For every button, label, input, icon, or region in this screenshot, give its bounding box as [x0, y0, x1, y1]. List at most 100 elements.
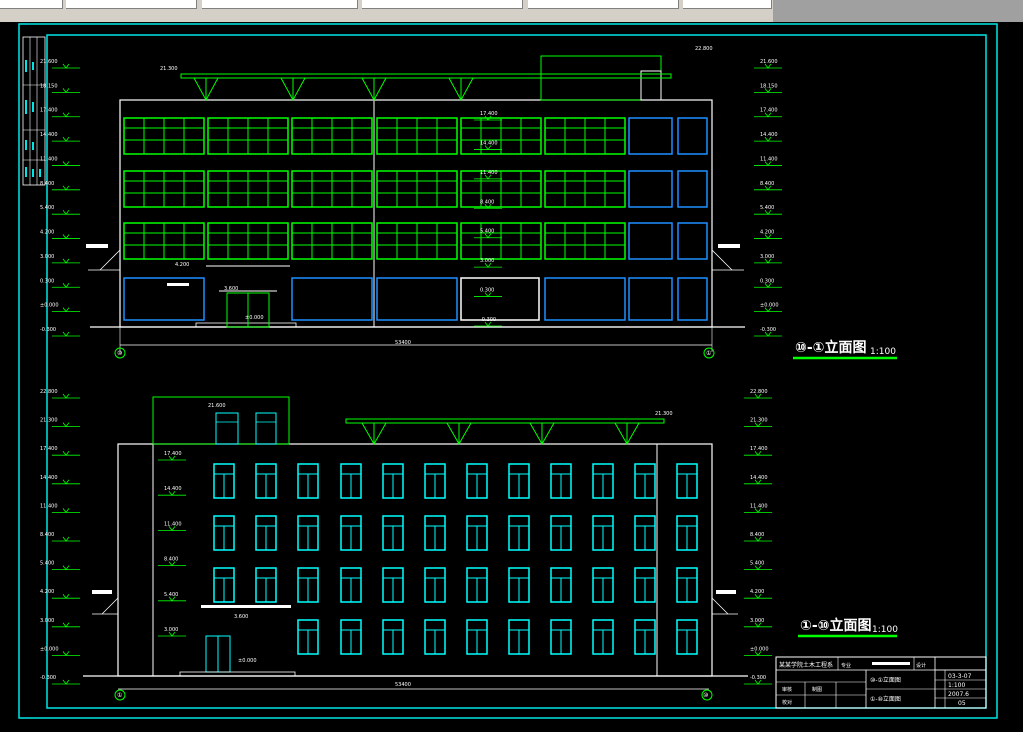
- toolbar-segment[interactable]: [66, 0, 197, 9]
- rear-level-left-9: ±0.000: [40, 646, 80, 657]
- svg-text:8.400: 8.400: [750, 532, 764, 538]
- svg-text:21.300: 21.300: [40, 418, 58, 424]
- front-level-left-11: -0.300: [40, 327, 80, 337]
- svg-text:14.400: 14.400: [750, 475, 768, 481]
- svg-text:17.400: 17.400: [760, 108, 778, 114]
- rear-level-right-10: -0.300: [744, 675, 772, 685]
- rear-axis-left: ①: [117, 692, 122, 699]
- rear-window-0-3: [340, 463, 362, 499]
- front-level-inner-1: 14.400: [474, 140, 502, 151]
- rear-level-right-6: 5.400: [744, 561, 772, 571]
- rear-window-3-7: [508, 619, 530, 655]
- svg-text:14.400: 14.400: [40, 475, 58, 481]
- rear-door-level: ±0.000: [238, 658, 257, 664]
- rear-window-grid: [213, 463, 698, 655]
- rear-level-marks-left: 22.80021.30017.40014.40011.4008.4005.400…: [40, 389, 80, 685]
- svg-text:21.600: 21.600: [760, 59, 778, 65]
- front-level-inner-7: -0.300: [474, 317, 502, 327]
- svg-text:14.400: 14.400: [760, 132, 778, 138]
- rear-level-inner-3: 8.400: [158, 557, 186, 567]
- rear-window-3-6: [466, 619, 488, 655]
- rear-elevation-title: ①-⑩立面图: [800, 617, 872, 634]
- rear-stair-window-1: [215, 412, 239, 445]
- svg-text:0.300: 0.300: [480, 288, 494, 294]
- rear-window-1-6: [466, 515, 488, 551]
- rear-level-inner-0: 17.400: [158, 451, 186, 461]
- front-window-2-2: [291, 222, 373, 260]
- front-window-0-4: [460, 117, 542, 155]
- svg-text:18.150: 18.150: [40, 83, 58, 89]
- front-level-inner-6: 0.300: [474, 288, 502, 298]
- svg-text:5.400: 5.400: [40, 205, 54, 211]
- rear-level-left-10: -0.300: [40, 675, 80, 685]
- front-ground-window-2: [376, 277, 458, 321]
- front-level-right-1: 18.150: [754, 83, 782, 94]
- front-axis-right: ①: [706, 350, 711, 357]
- front-window-2-3: [376, 222, 458, 260]
- svg-text:11.400: 11.400: [760, 156, 778, 162]
- toolbar-segment[interactable]: [202, 0, 358, 9]
- svg-text:17.400: 17.400: [480, 111, 498, 117]
- svg-text:±0.000: ±0.000: [760, 303, 779, 309]
- rear-level-right-3: 14.400: [744, 475, 772, 485]
- toolbar-segment[interactable]: [362, 0, 523, 9]
- front-ground-window-5: [677, 277, 708, 321]
- rear-level-left-4: 11.400: [40, 503, 80, 514]
- front-window-grid: [123, 117, 708, 321]
- rear-window-0-8: [550, 463, 572, 499]
- rear-window-1-9: [592, 515, 614, 551]
- toolbar-segment[interactable]: [0, 0, 63, 9]
- front-level-left-8: 3.000: [40, 254, 80, 264]
- rear-window-3-5: [424, 619, 446, 655]
- svg-text:8.400: 8.400: [164, 557, 178, 563]
- front-ground-window-white: [460, 277, 540, 321]
- front-elevation-title: ⑩-①立面图: [795, 339, 867, 356]
- sign-block: [22, 36, 46, 186]
- front-level-inner-3: 8.400: [474, 199, 502, 209]
- svg-text:11.400: 11.400: [480, 170, 498, 176]
- rear-level-right-4: 11.400: [744, 503, 772, 514]
- svg-text:4.200: 4.200: [40, 230, 54, 236]
- rear-level-right-7: 4.200: [744, 589, 772, 599]
- svg-text:22.800: 22.800: [40, 389, 58, 395]
- rear-canopy-level: 21.300: [655, 411, 673, 417]
- front-blue-window-small-0: [677, 117, 708, 155]
- svg-text:11.400: 11.400: [750, 503, 768, 509]
- svg-text:5.400: 5.400: [480, 229, 494, 235]
- svg-text:14.400: 14.400: [164, 486, 182, 492]
- rear-level-right-8: 3.000: [744, 618, 772, 628]
- cad-drawing-canvas[interactable]: 21.600 18.150 17.400 14.400 11.400 8.400 5.400…: [0, 22, 1023, 732]
- rear-axis-right: ⑩: [703, 692, 708, 699]
- rear-window-2-6: [466, 567, 488, 603]
- front-ground-window-3: [544, 277, 626, 321]
- toolbar-segment[interactable]: [528, 0, 679, 9]
- rear-entry-level: 3.600: [234, 614, 248, 620]
- front-level-left-2: 17.400: [40, 108, 80, 118]
- svg-text:11.400: 11.400: [40, 503, 58, 509]
- front-canopy-struts: [193, 77, 474, 102]
- front-level-right-5: 8.400: [754, 181, 782, 191]
- front-level-left-5: 8.400: [40, 181, 80, 191]
- svg-text:22.800: 22.800: [750, 389, 768, 395]
- front-door-level: ±0.000: [245, 315, 264, 321]
- rear-elevation-scale: 1:100: [872, 625, 898, 635]
- front-window-1-3: [376, 170, 458, 208]
- svg-text:3.000: 3.000: [40, 254, 54, 260]
- rear-window-1-7: [508, 515, 530, 551]
- rear-window-2-1: [255, 567, 277, 603]
- rear-axis-circle-left: [114, 689, 126, 701]
- front-window-1-4: [460, 170, 542, 208]
- front-right-label-bar: [718, 244, 740, 248]
- rear-window-2-0: [213, 567, 235, 603]
- title-block-col-label-1: 专业: [841, 662, 851, 669]
- front-level-right-11: -0.300: [754, 327, 782, 337]
- front-canopy-label-bar: [167, 283, 189, 286]
- front-level-left-3: 14.400: [40, 132, 80, 142]
- toolbar-segment[interactable]: [683, 0, 772, 9]
- front-level-left-4: 11.400: [40, 156, 80, 167]
- rear-window-2-11: [676, 567, 698, 603]
- title-block-col-label-2: 设计: [916, 662, 926, 669]
- svg-text:-0.300: -0.300: [480, 317, 496, 323]
- rear-level-left-0: 22.800: [40, 389, 80, 399]
